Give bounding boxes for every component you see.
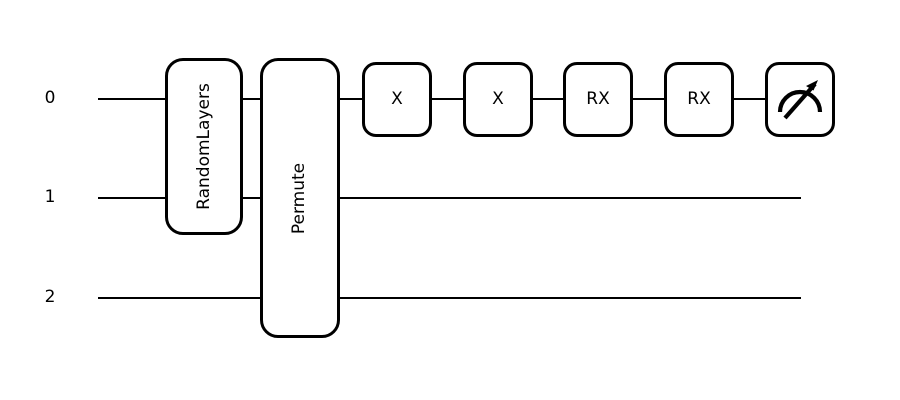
gate-label-x-2: X xyxy=(492,89,504,109)
gate-randomlayers[interactable]: RandomLayers xyxy=(165,58,243,235)
gate-permute[interactable]: Permute xyxy=(260,58,340,338)
gate-label-permute: Permute xyxy=(289,162,310,234)
gate-rx-2[interactable]: RX xyxy=(664,62,734,137)
gate-label-rx-1: RX xyxy=(586,89,610,109)
gate-x-1[interactable]: X xyxy=(362,62,432,137)
gate-label-rx-2: RX xyxy=(687,89,711,109)
measure-meter-icon xyxy=(777,79,823,119)
wire-label-2: 2 xyxy=(44,287,56,307)
gate-label-randomlayers: RandomLayers xyxy=(193,83,214,210)
wire-line-2 xyxy=(98,297,801,299)
gate-measure[interactable] xyxy=(765,62,835,137)
gate-x-2[interactable]: X xyxy=(463,62,533,137)
wire-label-0: 0 xyxy=(44,88,56,108)
gate-label-x-1: X xyxy=(391,89,403,109)
wire-line-0 xyxy=(98,98,801,100)
wire-label-1: 1 xyxy=(44,187,56,207)
gate-rx-1[interactable]: RX xyxy=(563,62,633,137)
wire-line-1 xyxy=(98,197,801,199)
